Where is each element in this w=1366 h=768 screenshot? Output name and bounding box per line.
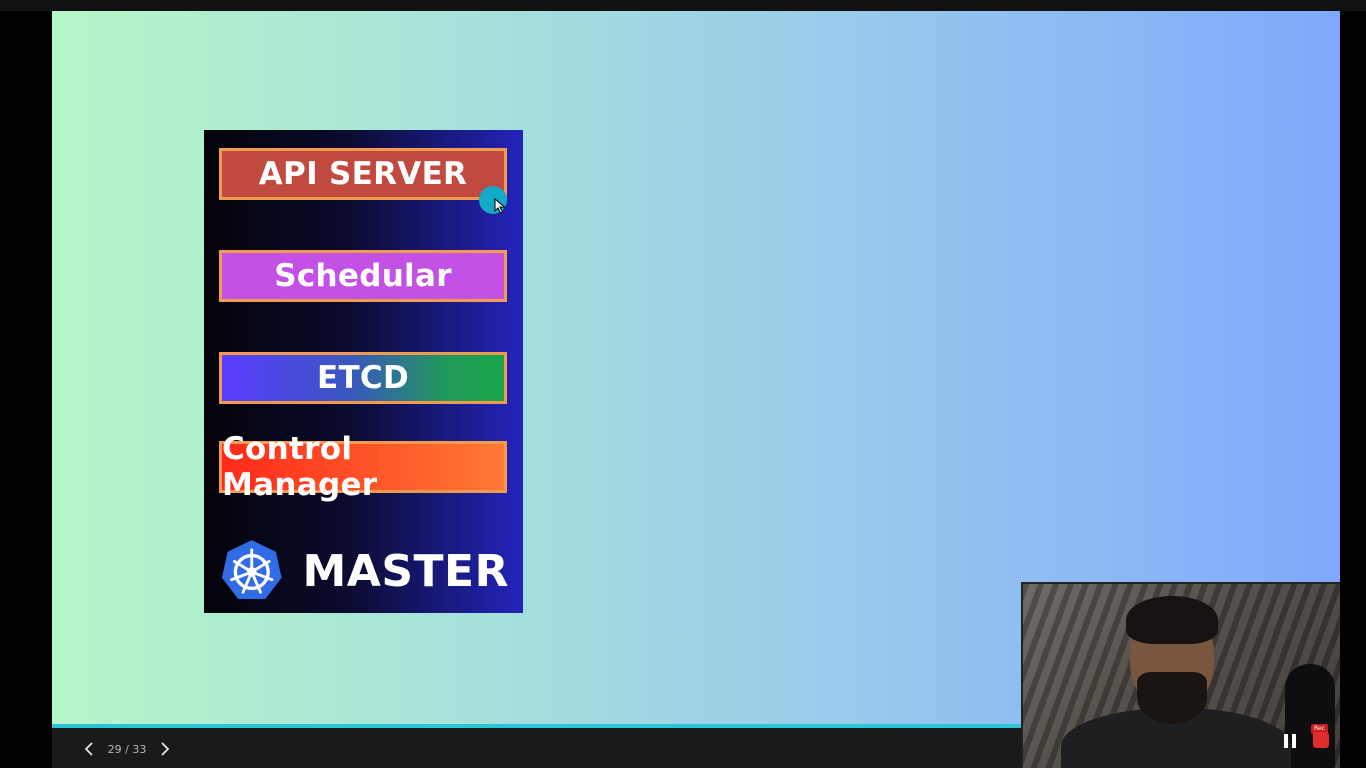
presentation-slide: API SERVER Schedular ETCD Control Manage… [52,11,1340,724]
master-title-row: MASTER [219,536,509,606]
pause-bar [1292,734,1296,748]
previous-slide-button[interactable] [78,738,100,760]
presenter-beard [1137,672,1207,724]
pause-recording-button[interactable] [1281,732,1299,750]
top-bar [0,0,1366,11]
next-slide-button[interactable] [154,738,176,760]
master-label: MASTER [302,545,509,597]
api-server-box: API SERVER [219,148,507,200]
control-manager-box: Control Manager [219,431,507,503]
page-counter: 29 / 33 [107,743,147,756]
stop-recording-button[interactable] [1313,732,1329,748]
presenter-hair [1126,596,1218,644]
recording-badge: Rec [1311,724,1328,734]
etcd-box: ETCD [219,352,507,404]
gaming-chair [1285,664,1335,768]
pause-bar [1284,734,1288,748]
chevron-right-icon [161,742,170,756]
slide-progress-fill [52,724,1185,728]
master-components-panel: API SERVER Schedular ETCD Control Manage… [204,130,523,613]
scheduler-box: Schedular [219,250,507,302]
chevron-left-icon [84,742,93,756]
cursor-highlight [479,186,507,214]
slide-progress-bar [52,724,1340,728]
mouse-cursor-icon [494,198,506,214]
webcam-overlay: Rec [1021,582,1340,768]
kubernetes-wheel-icon [221,540,282,599]
